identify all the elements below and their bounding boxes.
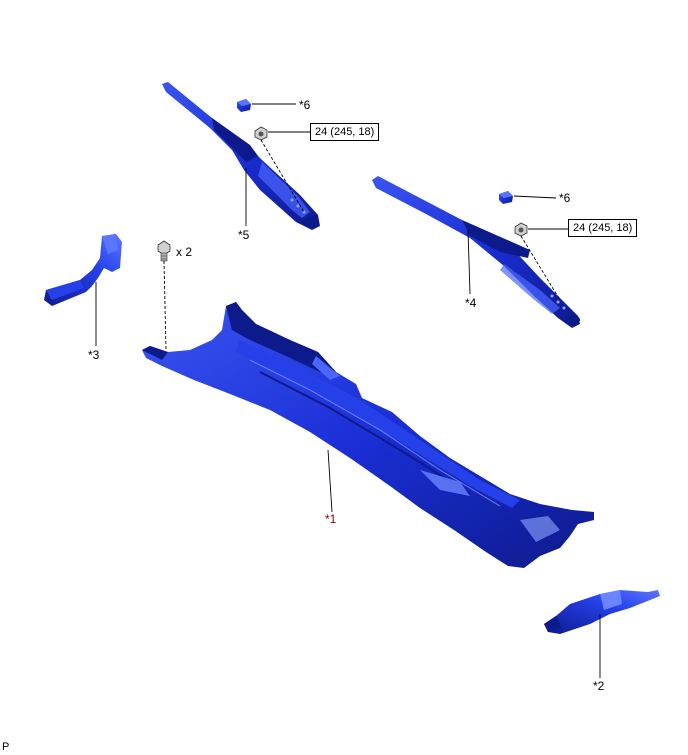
callout-part2: *2 [593, 679, 605, 693]
cap-icon [237, 99, 251, 112]
callout-part5: *5 [238, 228, 250, 242]
cap-icon [499, 191, 513, 204]
callout-part6-right: *6 [559, 191, 571, 205]
torque-spec-left: 24 (245, 18) [310, 123, 380, 141]
callout-part1: *1 [325, 512, 337, 526]
install-lines [163, 139, 561, 351]
nut-icon [254, 126, 268, 141]
callout-part6-left: *6 [299, 98, 311, 112]
wiper-arm-icon [372, 176, 580, 328]
side-seal-right [544, 590, 660, 634]
callout-part4: *4 [465, 296, 477, 310]
nut-icon [514, 222, 528, 237]
cowl-panel-icon [142, 302, 594, 568]
corner-mark: P [2, 741, 10, 753]
bolt-icon [157, 240, 171, 262]
side-seal-left [44, 234, 122, 306]
callout-part3: *3 [88, 348, 100, 362]
fastener-quantity: x 2 [176, 245, 193, 259]
wiper-arm-icon [162, 82, 320, 230]
leader-lines [95, 103, 601, 678]
torque-spec-right: 24 (245, 18) [568, 219, 638, 237]
